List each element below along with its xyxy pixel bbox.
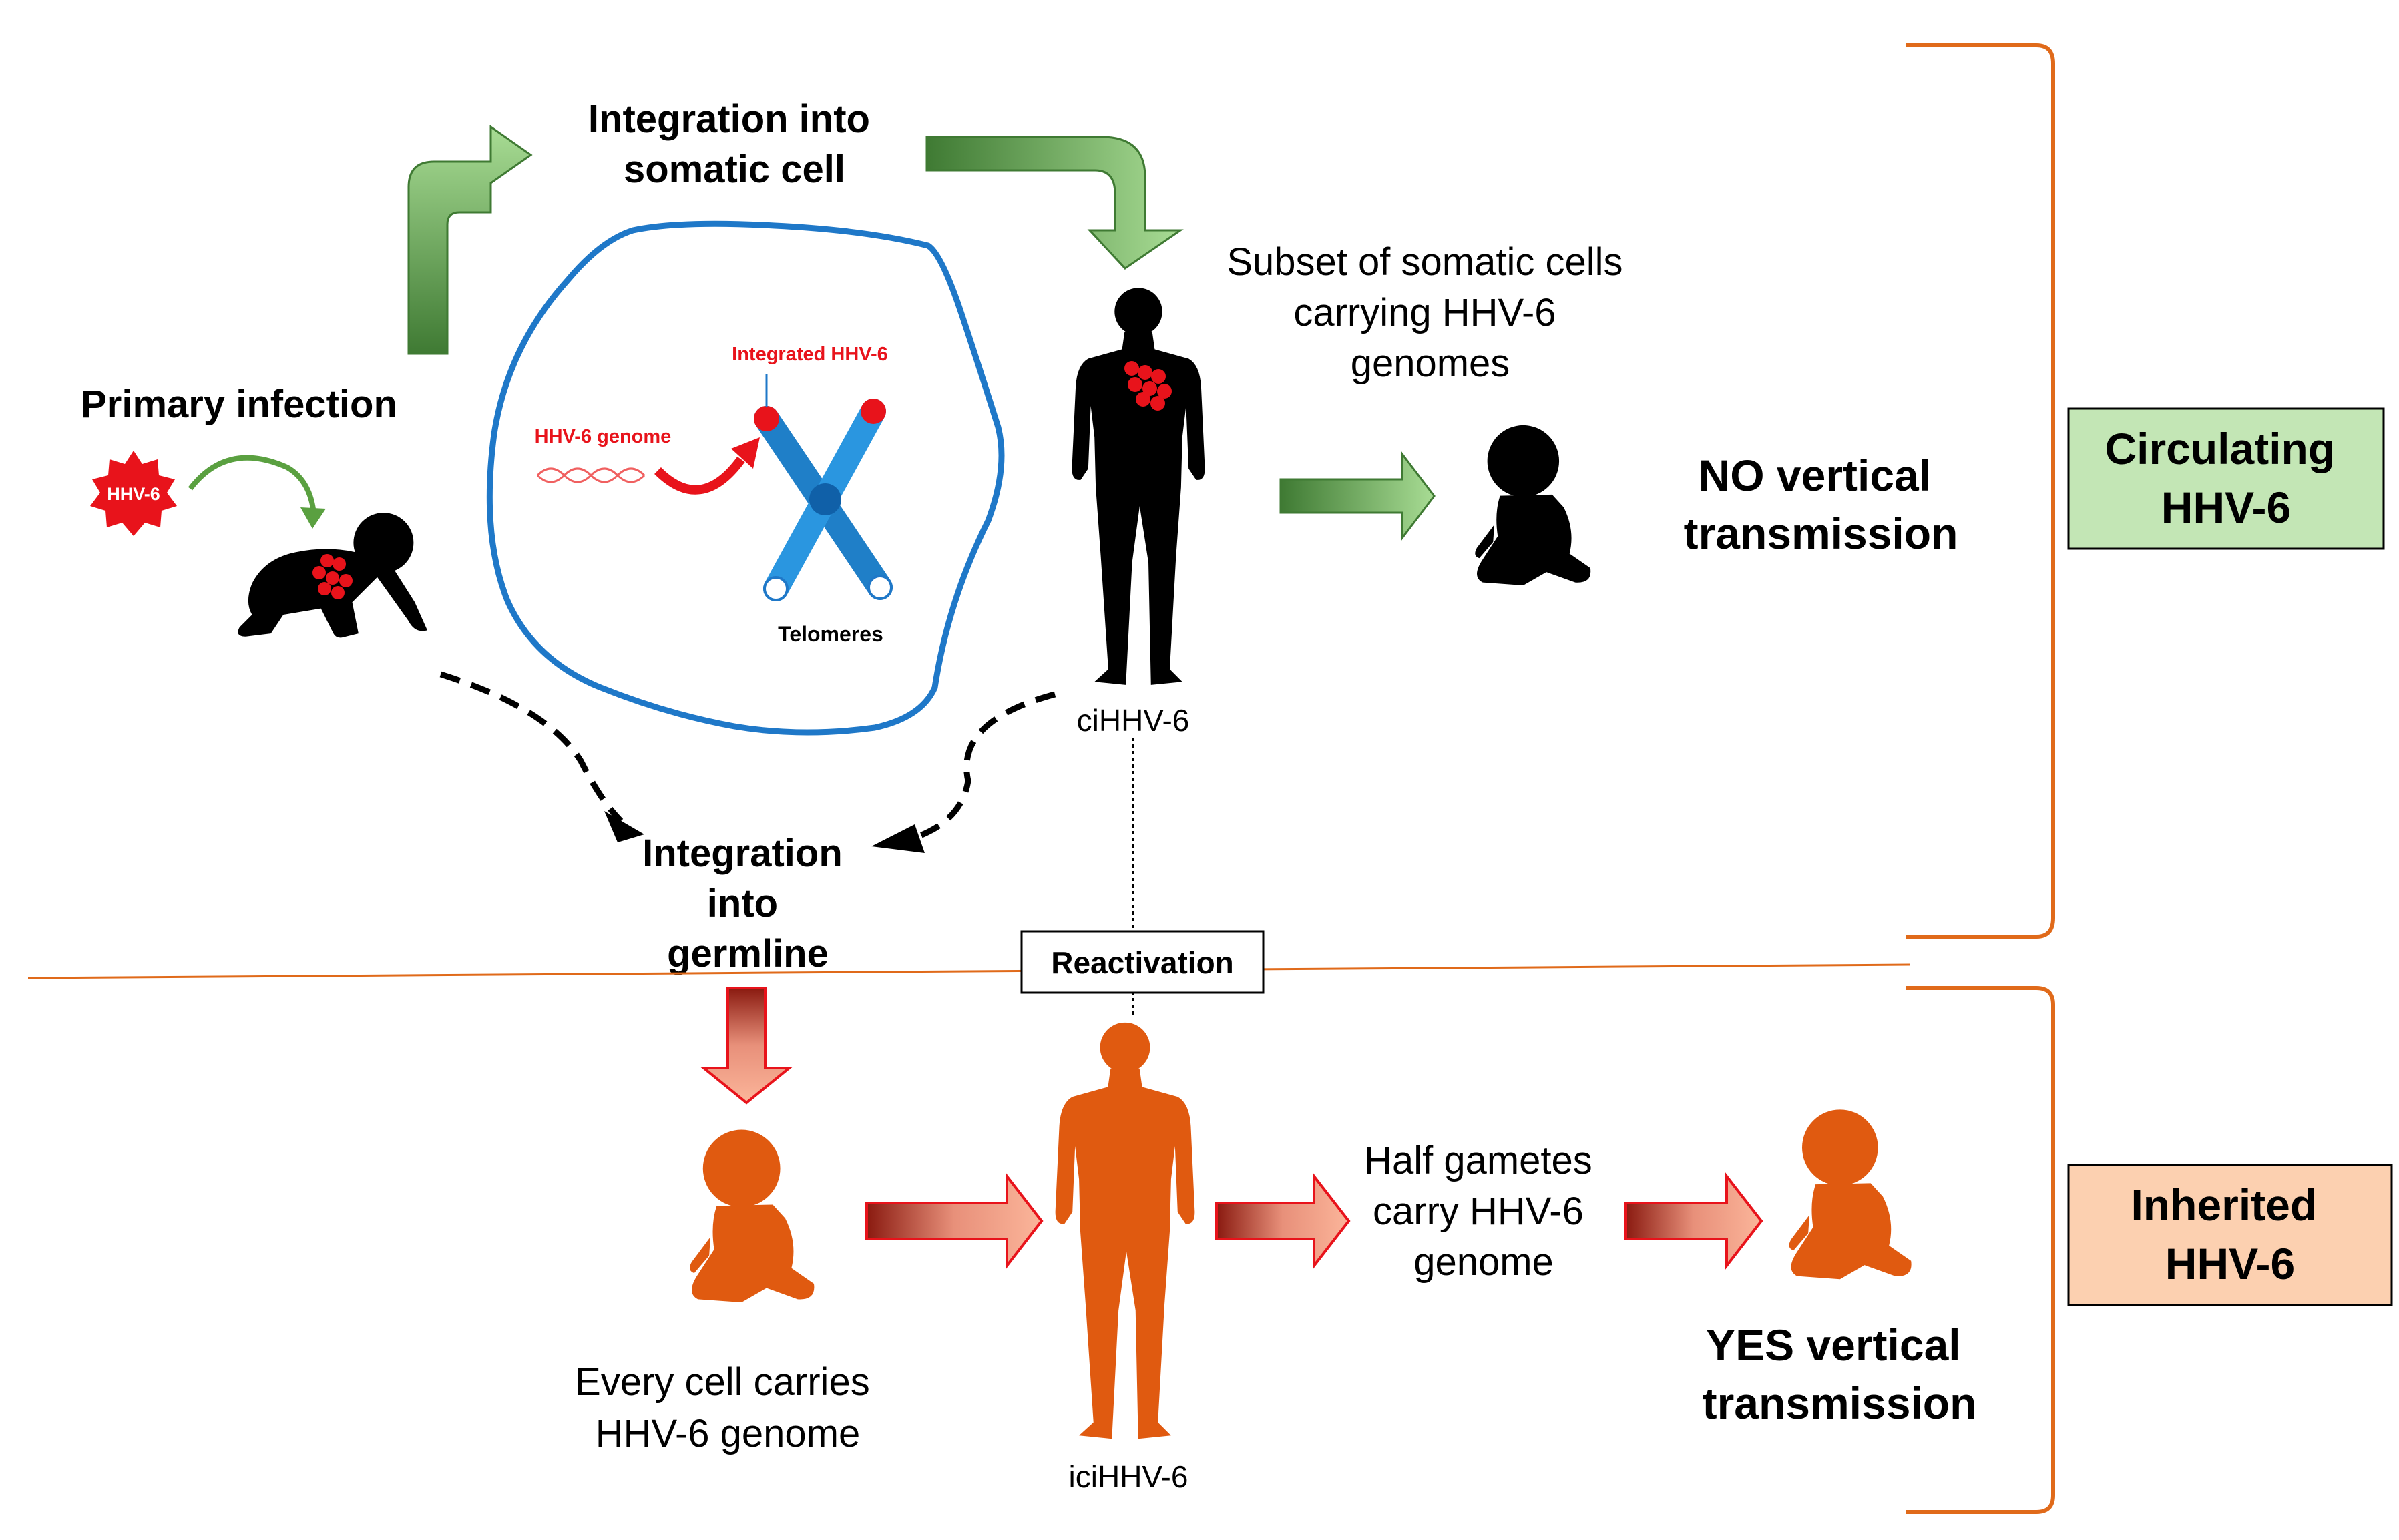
cell-outline bbox=[486, 220, 1005, 736]
baby-virus-dots bbox=[312, 554, 353, 599]
green-arrow-up-right bbox=[407, 125, 533, 355]
green-curved-arrow bbox=[188, 455, 316, 515]
dashed-arrow-left bbox=[439, 671, 624, 824]
circulating-label: Circulating HHV-6 bbox=[2105, 424, 2347, 532]
inherited-label: Inherited HHV-6 bbox=[2131, 1180, 2329, 1288]
red-arrow-right-1 bbox=[865, 1172, 1044, 1270]
sitting-baby-icon-top bbox=[1475, 425, 1591, 585]
svg-text:HHV-6: HHV-6 bbox=[107, 484, 160, 504]
no-vertical-label: NO vertical transmission bbox=[1684, 451, 1958, 558]
green-arrow-right bbox=[1279, 451, 1436, 541]
hhv6-genome-label: HHV-6 genome bbox=[535, 426, 672, 447]
reactivation-box bbox=[1020, 930, 1265, 994]
telomeres-label: Telomeres bbox=[778, 622, 883, 646]
circulating-box bbox=[2067, 407, 2385, 550]
reactivation-label: Reactivation bbox=[1051, 945, 1234, 980]
yes-vertical-label: YES vertical transmission bbox=[1703, 1320, 1977, 1428]
man-virus-dots bbox=[1124, 361, 1172, 411]
red-arrow-down bbox=[700, 987, 793, 1105]
bracket-top bbox=[1906, 43, 2055, 939]
inherited-box bbox=[2067, 1164, 2393, 1306]
icihhv6-label: iciHHV-6 bbox=[1069, 1459, 1188, 1494]
chromosome-icon bbox=[754, 399, 893, 601]
dashed-arrow-right bbox=[913, 691, 1056, 841]
standing-man-icon-orange bbox=[1055, 1022, 1195, 1439]
integration-somatic-label: Integration into somatic cell bbox=[588, 97, 881, 191]
cihhv6-label: ciHHV-6 bbox=[1077, 703, 1190, 738]
green-curved-arrow-head bbox=[300, 507, 326, 529]
virus-badge-icon: HHV-6 bbox=[90, 451, 177, 536]
dna-strand-icon bbox=[536, 467, 646, 483]
every-cell-label: Every cell carries HHV-6 genome bbox=[575, 1360, 881, 1455]
integrated-hhv6-label: Integrated HHV-6 bbox=[732, 344, 888, 365]
integration-germline-label: Integration into germline bbox=[642, 832, 853, 975]
primary-infection-label: Primary infection bbox=[81, 382, 397, 426]
bracket-bottom bbox=[1906, 986, 2055, 1514]
dashed-arrow-right-head bbox=[871, 824, 925, 853]
sitting-baby-icon-orange-right bbox=[1789, 1109, 1912, 1280]
subset-somatic-label: Subset of somatic cells carrying HHV-6 g… bbox=[1227, 240, 1633, 385]
red-arrow-right-2 bbox=[1215, 1172, 1351, 1270]
green-arrow-right-down bbox=[925, 136, 1184, 270]
dashed-arrow-left-head bbox=[604, 811, 644, 842]
standing-man-icon bbox=[1072, 288, 1205, 685]
red-curved-arrow bbox=[654, 456, 745, 495]
sitting-baby-icon-orange bbox=[690, 1129, 815, 1302]
section-divider bbox=[27, 963, 1910, 979]
red-arrow-right-3 bbox=[1624, 1172, 1763, 1270]
red-arrow-head bbox=[731, 437, 760, 469]
half-gametes-label: Half gametes carry HHV-6 genome bbox=[1364, 1139, 1603, 1284]
